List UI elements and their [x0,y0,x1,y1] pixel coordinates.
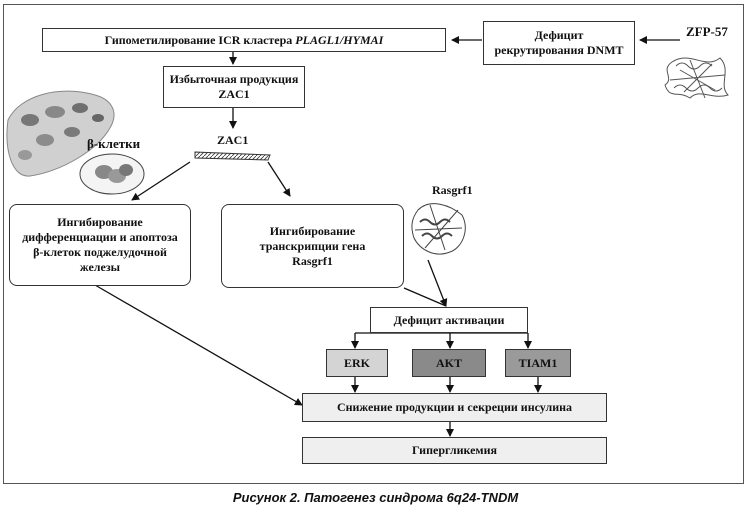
zfp57-label: ZFP-57 [686,24,728,39]
zac1-label: ZAC1 [217,133,249,147]
erk-label: ERK [343,355,370,370]
inhibit-tr-line2: транскрипции гена [259,238,366,253]
inhibit-diff-line3: β-клеток поджелудочной [33,245,167,259]
beta-cells-label: β-клетки [87,136,141,151]
pancreas-image [6,90,115,177]
tiam1-box: TIAM1 [505,349,571,377]
zfp57-protein-image [664,57,729,99]
overproduction-line1: Избыточная продукция [169,72,299,86]
figure-frame [3,4,744,484]
hyperglycemia-box: Гипергликемия [302,437,607,464]
inhibit-tr-line1: Ингибирование [269,223,356,238]
insulin-decrease-label: Снижение продукции и секреции инсулина [336,400,573,414]
connectors [94,36,680,437]
insulin-decrease-box: Снижение продукции и секреции инсулина [302,393,607,422]
overproduction-line2: ZAC1 [218,87,250,101]
zac1-protein-image [194,151,271,161]
dnmt-line2: рекрутирования DNMT [494,43,624,57]
tiam1-label: TIAM1 [518,355,558,370]
activation-deficit-box: Дефицит активации [370,307,528,333]
erk-box: ERK [326,349,388,377]
akt-box: AKT [412,349,486,377]
activation-deficit-label: Дефицит активации [393,312,505,327]
hyperglycemia-label: Гипергликемия [411,443,497,457]
beta-cell-image [79,153,145,195]
figure-caption: Рисунок 2. Патогенез синдрома 6q24-TNDM [232,490,519,505]
inhibit-diff-line4: железы [79,260,121,274]
inhibit-differentiation-box: Ингибирование дифференциации и апоптоза … [9,204,191,286]
inhibit-transcription-box: Ингибирование транскрипции гена Rasgrf1 [221,204,404,288]
dnmt-line1: Дефицит [534,28,584,42]
hypomethylation-box: Гипометилирование ICR кластера PLAGL1/HY… [42,28,446,52]
inhibit-diff-line1: Ингибирование [57,215,143,229]
akt-label: AKT [435,355,462,370]
rasgrf1-label: Rasgrf1 [432,183,473,197]
inhibit-tr-line3: Rasgrf1 [292,253,333,268]
inhibit-diff-line2: дифференциации и апоптоза [22,230,178,244]
gene-cluster-label: PLAGL1/HYMAI [295,32,384,47]
rasgrf1-protein-image [411,203,466,255]
hypomethylation-label: Гипометилирование ICR кластера [104,32,296,47]
